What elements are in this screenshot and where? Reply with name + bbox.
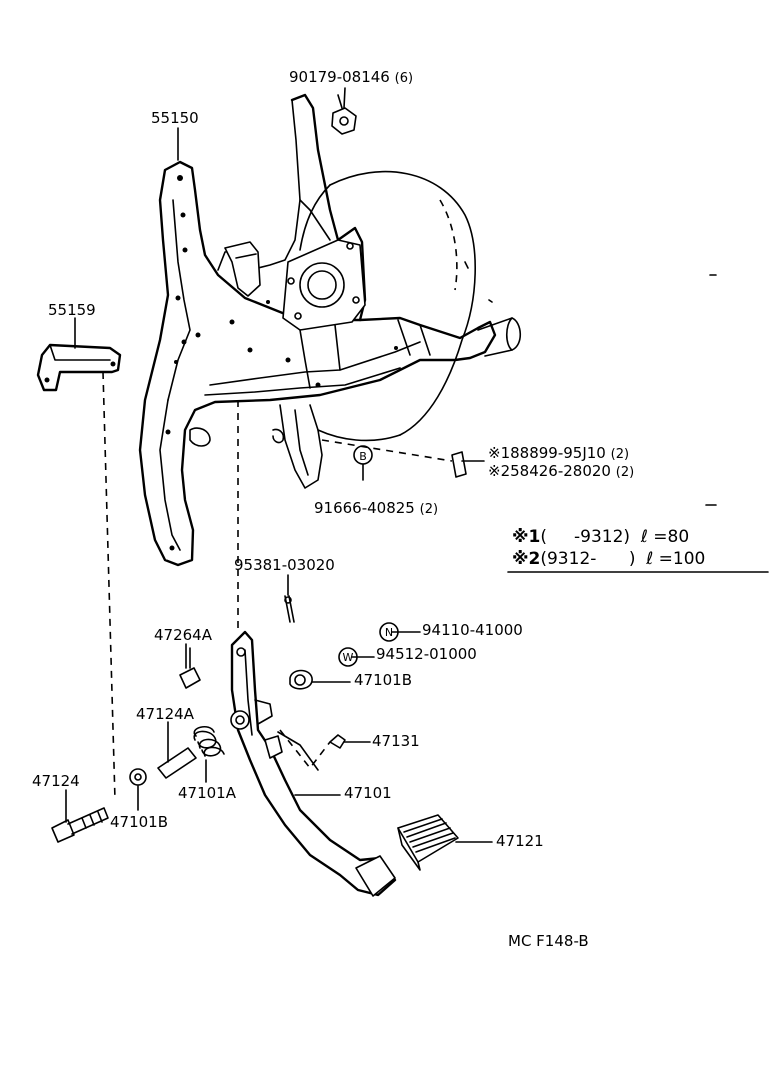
note-mark-2: ※2 — [512, 549, 541, 569]
note-row-2: ※2(9312- ) ℓ =100 — [512, 551, 705, 568]
circle-marker-w: W — [338, 647, 358, 667]
pedal-hardware — [51, 451, 467, 843]
part-number: 91666-40825 — [314, 499, 415, 517]
clutch-pedal-arm-47101 — [230, 630, 397, 897]
circle-marker-b: B — [353, 445, 373, 465]
label-94110-41000: 94110-41000 — [422, 621, 523, 639]
quantity: (6) — [394, 71, 414, 86]
pedal-pad-47121 — [397, 814, 459, 871]
label-47131: 47131 — [372, 732, 420, 750]
quantity: (2) — [610, 447, 630, 462]
circle-marker-n: N — [379, 622, 399, 642]
leader-lines — [65, 87, 769, 843]
pedal-bracket-55150 — [138, 93, 497, 567]
return-spring-47101A — [193, 725, 225, 757]
label-55159: 55159 — [48, 301, 96, 319]
part-number: 90179-08146 — [289, 68, 390, 86]
nut-90179-08146 — [331, 94, 357, 135]
label-88899-95J10: ※188899-95J10 (2) — [488, 444, 630, 462]
label-47101: 47101 — [344, 784, 392, 802]
marker-b-text: B — [359, 450, 367, 463]
diagram-code: MC F148-B — [508, 932, 589, 950]
label-91666-40825: 91666-40825 (2) — [314, 499, 439, 517]
marker-w-text: W — [343, 651, 354, 664]
label-47101B-lower: 47101B — [110, 813, 169, 831]
label-47121: 47121 — [496, 832, 544, 850]
label-47101B-upper: 47101B — [354, 671, 413, 689]
quantity: (2) — [615, 465, 635, 480]
label-95381-03020: 95381-03020 — [234, 556, 335, 574]
label-47264A: 47264A — [154, 626, 212, 644]
label-47124A: 47124A — [136, 705, 194, 723]
label-58426-28020: ※258426-28020 (2) — [488, 462, 635, 480]
note-text-2: (9312- ) ℓ =100 — [540, 549, 706, 569]
note-row-1: ※1( -9312) ℓ =80 — [512, 529, 689, 546]
label-90179-08146: 90179-08146 (6) — [289, 68, 414, 86]
part-number: ※188899-95J10 — [488, 444, 606, 462]
label-94512-01000: 94512-01000 — [376, 645, 477, 663]
note-text-1: ( -9312) ℓ =80 — [540, 527, 690, 547]
label-47101A: 47101A — [178, 784, 236, 802]
label-55150: 55150 — [151, 109, 199, 127]
note-mark-1: ※1 — [512, 527, 541, 547]
part-number: ※258426-28020 — [488, 462, 611, 480]
quantity: (2) — [419, 502, 439, 517]
marker-n-text: N — [385, 626, 393, 639]
label-47124: 47124 — [32, 772, 80, 790]
bracket-55159 — [36, 343, 122, 392]
